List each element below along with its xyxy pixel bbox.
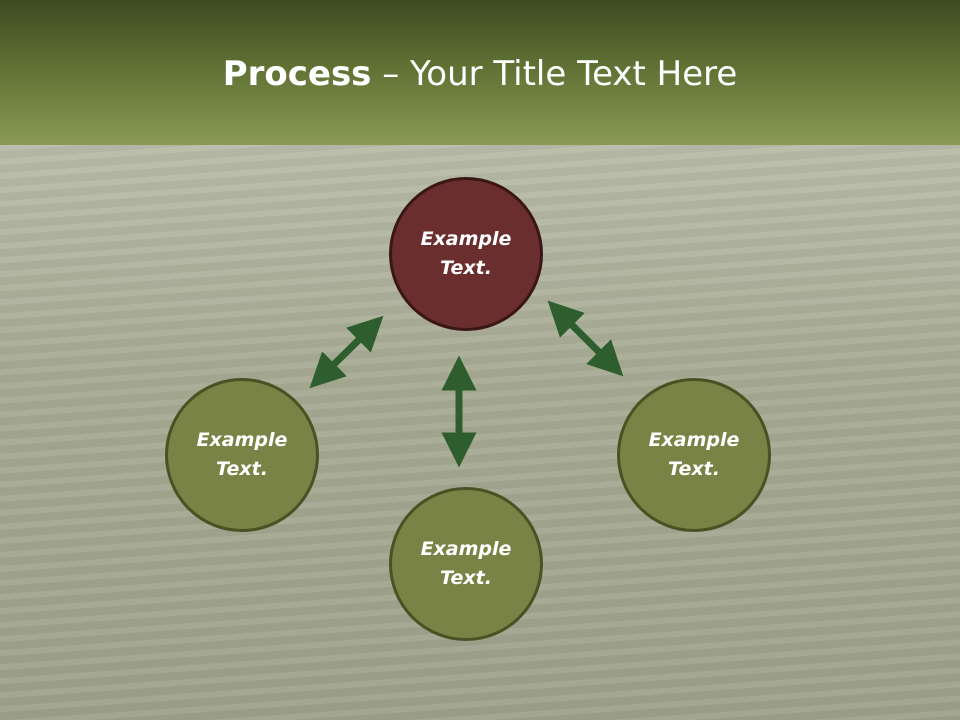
node-right-label: Example Text. [648, 429, 740, 480]
arrow-top-left [309, 315, 384, 389]
slide-title: Process – Your Title Text Here [0, 52, 960, 96]
title-bold: Process [222, 54, 372, 94]
title-bar: Process – Your Title Text Here [0, 0, 960, 145]
node-bottom-label: Example Text. [420, 538, 512, 589]
node-left: Example Text. [165, 378, 319, 532]
title-rest: – Your Title Text Here [371, 54, 738, 94]
node-right: Example Text. [617, 378, 771, 532]
node-bottom: Example Text. [389, 487, 543, 641]
node-left-label: Example Text. [196, 429, 288, 480]
node-top: Example Text. [389, 177, 543, 331]
node-top-label: Example Text. [420, 228, 512, 279]
arrow-top-right [547, 300, 624, 377]
